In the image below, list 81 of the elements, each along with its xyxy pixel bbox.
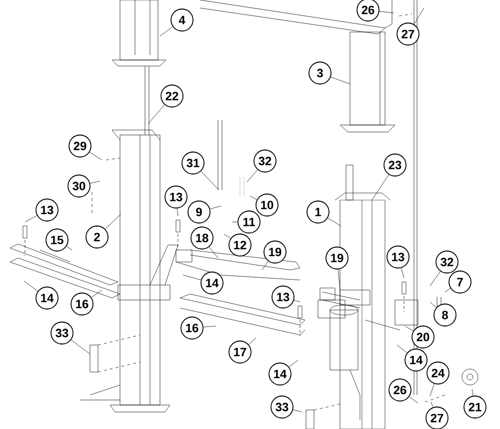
leader-line [248,338,256,345]
callout-number: 13 [36,198,58,222]
callout-number: 14 [268,362,292,386]
callout-number: 13 [272,286,294,308]
leader-line [177,208,178,216]
leader-line [409,396,418,404]
leader-line [404,326,414,332]
leader-line [400,268,404,278]
leader-line [444,288,451,292]
callout-number: 29 [68,134,92,158]
callout-number: 33 [50,322,74,344]
callout-number: 30 [68,174,90,198]
leader-line [288,360,298,368]
leader-line [414,8,424,24]
leader-line [250,196,258,200]
callout-number: 4 [170,8,194,32]
leader-line [24,215,38,222]
callout-number: 20 [412,326,434,348]
callout-number: 22 [160,84,184,108]
leader-line [294,300,300,302]
callout-number: 27 [426,406,448,429]
leader-line [210,206,222,210]
callout-number: 14 [36,286,58,310]
leader-line [379,11,394,14]
leader-line [224,234,231,239]
leader-line [372,174,389,200]
callout-number: 27 [396,22,420,46]
leader-line [160,26,173,36]
callout-number: 31 [182,152,204,174]
leader-line [66,246,72,250]
callout-number: 10 [256,194,278,216]
callout-number: 24 [426,362,450,384]
leader-line [105,214,122,230]
leader-line [24,280,38,292]
callout-number: 9 [188,200,210,224]
callout-number: 14 [200,272,224,294]
leader-line [148,104,165,124]
callout-number: 2 [86,226,108,248]
callout-number: 17 [228,340,252,364]
callout-number: 21 [464,396,486,418]
leader-line [430,271,441,286]
callout-number: 33 [270,396,294,418]
callout-number: 18 [190,226,214,250]
callout-number: 11 [238,210,260,234]
callout-number: 19 [326,246,348,270]
leader-line [262,261,268,270]
callout-number: 12 [228,234,252,256]
leader-line [430,384,434,396]
callout-number: 13 [164,186,188,208]
callout-number: 8 [434,304,456,326]
leader-line [330,76,350,84]
callout-number: 1 [306,200,330,224]
leader-line [200,171,220,190]
callout-number: 7 [448,270,472,294]
callout-number: 16 [180,316,204,340]
callout-number: 32 [436,250,458,274]
callout-number: 16 [70,292,94,316]
leader-line [472,388,474,396]
callout-number: 15 [46,228,68,252]
callout-number: 14 [404,348,428,372]
leader-line [396,344,408,354]
callout-number: 23 [384,154,406,176]
callout-number: 3 [308,62,332,84]
leader-line [292,410,302,412]
callout-number: 13 [386,246,410,268]
leader-line [430,302,437,308]
leader-line [246,170,258,182]
leader-line [328,218,342,226]
leader-line [182,274,202,280]
leader-line [70,340,90,354]
callout-number: 19 [264,240,286,264]
callout-number: 26 [388,378,412,402]
leader-line [430,402,434,408]
callout-number: 32 [254,150,276,172]
leader-line [203,326,216,328]
callout-number: 26 [356,0,380,22]
leader-line [89,152,102,160]
leader-line [91,290,102,298]
leader-line [338,269,340,290]
leader-line [90,180,100,184]
leader-line [208,246,218,258]
